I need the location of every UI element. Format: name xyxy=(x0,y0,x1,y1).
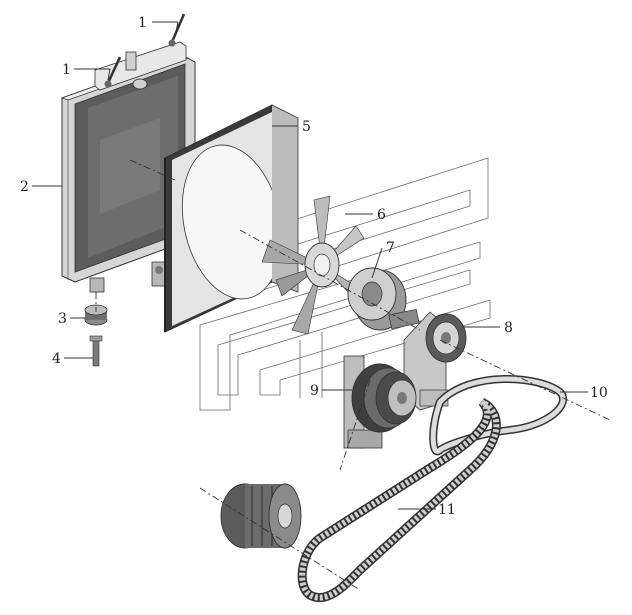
lifting-bolt-1b xyxy=(168,13,186,47)
cooling-fan xyxy=(261,195,365,335)
callout-4: 4 xyxy=(52,351,61,367)
callout-9: 9 xyxy=(310,383,319,399)
callout-2: 2 xyxy=(20,179,29,195)
callout-1-left: 1 xyxy=(62,62,71,78)
callout-5: 5 xyxy=(302,119,311,135)
callout-10: 10 xyxy=(590,385,608,401)
callout-8: 8 xyxy=(504,320,513,336)
idler-pulley-bracket xyxy=(403,311,467,411)
fan-shroud xyxy=(164,104,299,333)
center-axes xyxy=(95,159,611,591)
fan-drive-pulley xyxy=(347,267,420,331)
callout-6: 6 xyxy=(377,207,386,223)
radiator xyxy=(60,41,196,293)
leader-lines xyxy=(32,21,588,510)
callout-3: 3 xyxy=(58,311,67,327)
grooved-pulley-assembly xyxy=(343,355,417,449)
lifting-bolt-1a xyxy=(104,56,122,88)
crankshaft-pulley xyxy=(220,483,302,549)
callout-7: 7 xyxy=(386,240,395,256)
mounting-bolt xyxy=(89,335,103,367)
callout-labels: 1 1 2 3 4 5 6 7 8 9 10 11 xyxy=(20,15,608,518)
cogged-belt xyxy=(297,398,501,603)
callout-1-top: 1 xyxy=(138,15,147,31)
v-belt-upper xyxy=(429,375,568,456)
callout-11: 11 xyxy=(438,502,456,518)
